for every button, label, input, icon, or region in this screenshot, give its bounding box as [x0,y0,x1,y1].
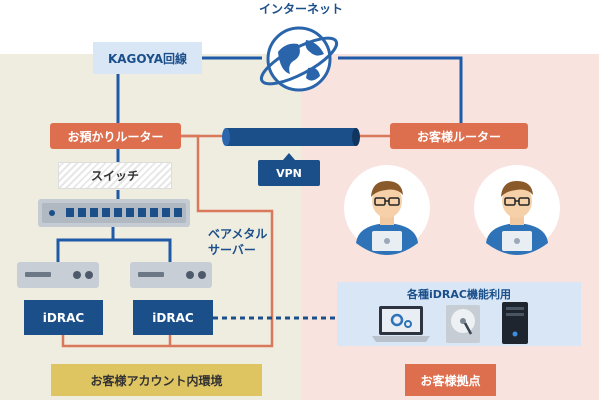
laptop-gear-icon [370,304,432,344]
hosted-router-box: お預かりルーター [50,123,181,149]
vpn-label: VPN [258,160,320,186]
customer-account-environment-zone [0,54,301,400]
switch-server-right-link [113,238,172,262]
internet-label: インターネット [258,2,343,16]
hard-disk-icon [444,304,482,344]
customer-router-box: お客様ルーター [390,123,528,149]
switch-device-icon [38,199,190,227]
switch-label: スイッチ [58,162,172,189]
customer-account-environment-label: お客様アカウント内環境 [51,364,262,396]
customer-site-label: お客様拠点 [405,364,496,396]
tower-pc-icon [500,302,530,344]
switch-server-left-link [56,226,115,262]
globe-customer-router-link [338,56,463,124]
server-unit-icon [130,262,212,288]
user-avatar-icon [472,163,562,261]
kagoya-line-box: KAGOYA回線 [93,42,202,74]
globe-icon [254,14,344,104]
vpn-management-path [61,134,274,348]
user-avatar-icon [342,163,432,261]
idrac-functions-label: 各種iDRAC機能利用 [407,288,511,301]
server-unit-icon [17,262,99,288]
idrac-left-box: iDRAC [24,300,103,335]
baremetal-server-label: ベアメタル サーバー [208,227,268,257]
vpn-tunnel-icon [222,126,360,148]
vpn-callout-pointer [283,153,295,160]
idrac-right-box: iDRAC [133,300,213,335]
